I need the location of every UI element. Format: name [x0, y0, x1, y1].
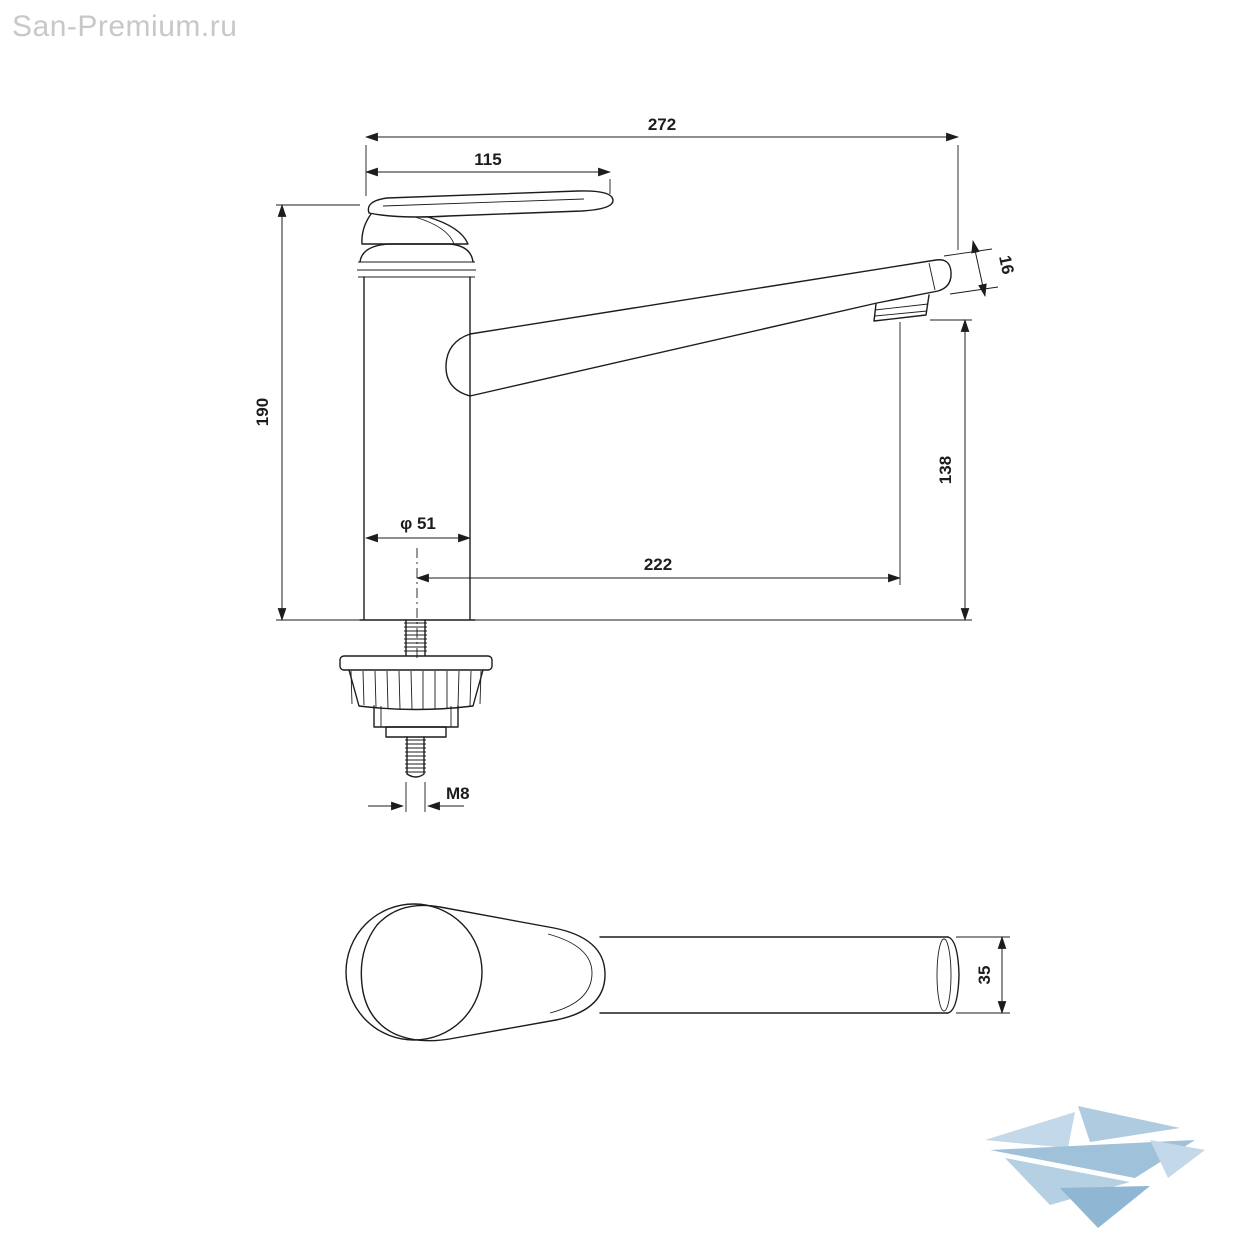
dim-label-138: 138: [936, 456, 955, 484]
side-view: [339, 190, 952, 778]
dim-spout-height: 138: [475, 318, 972, 622]
dim-body-diameter: φ 51: [364, 514, 472, 662]
logo-facet: [985, 1112, 1075, 1148]
handle-lever: [361, 190, 614, 245]
top-view: 35: [345, 903, 1010, 1042]
top-view-spout: [599, 936, 960, 1014]
dim-label-16: 16: [995, 254, 1018, 276]
brand-logo: [985, 1106, 1205, 1228]
mounting-nut: [339, 655, 493, 738]
dim-label-222: 222: [644, 555, 672, 574]
logo-facet: [990, 1140, 1195, 1178]
top-view-handle: [360, 904, 606, 1042]
logo-facet: [1060, 1186, 1150, 1228]
logo-facet: [1078, 1106, 1180, 1142]
dimensions: 272 115 190 φ 51: [253, 115, 1018, 812]
faucet-body: [359, 276, 476, 621]
watermark: San-Premium.ru: [12, 10, 238, 43]
dim-label-190: 190: [253, 398, 272, 426]
dim-thread: M8: [368, 782, 470, 812]
aerator: [873, 294, 930, 322]
dim-overall-width: 272: [364, 115, 960, 250]
thread-stud: [405, 736, 426, 778]
threaded-shank: [404, 619, 427, 657]
dim-label-115: 115: [474, 150, 501, 169]
dim-spout-tip: 16: [943, 239, 1018, 298]
cartridge-cap: [357, 243, 476, 278]
dim-total-height: 190: [253, 203, 360, 622]
logo-facet: [1005, 1158, 1130, 1205]
dim-label-m8: M8: [446, 784, 470, 803]
dim-label-35: 35: [975, 966, 994, 985]
dim-label-51: φ 51: [400, 514, 436, 533]
logo-facet: [1150, 1140, 1205, 1178]
dim-label-272: 272: [648, 115, 676, 134]
dim-spout-reach: 222: [415, 322, 902, 585]
top-view-base-circle: [345, 903, 483, 1041]
spout: [445, 259, 952, 397]
dim-handle-length: 115: [364, 150, 612, 194]
dim-handle-top-width: 35: [956, 935, 1010, 1015]
